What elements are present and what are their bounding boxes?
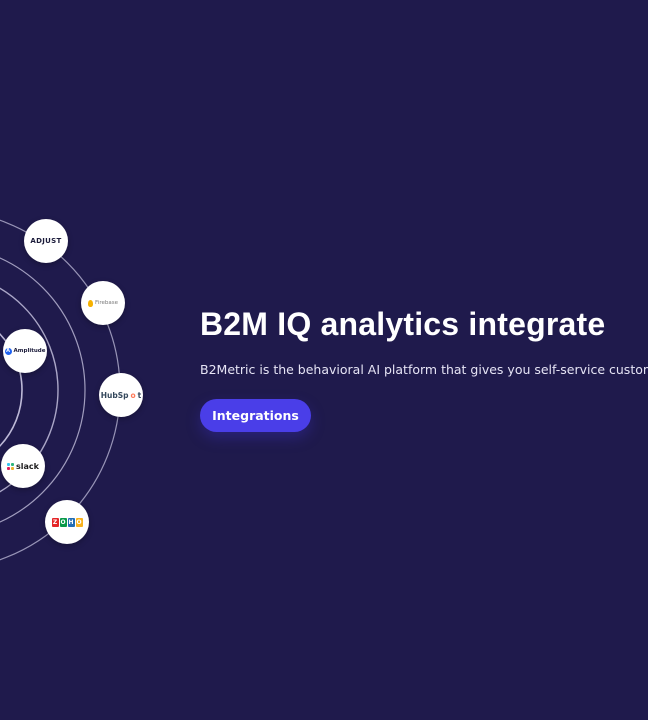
integrations-button[interactable]: Integrations bbox=[200, 399, 311, 432]
zoho-logo: Z O H O bbox=[45, 500, 89, 544]
slack-logo: slack bbox=[1, 444, 45, 488]
firebase-flame-icon bbox=[88, 299, 94, 307]
orbit-ring-middle bbox=[0, 287, 59, 493]
slack-hash-icon bbox=[7, 462, 15, 470]
zoho-tiles-icon: Z O H O bbox=[51, 517, 83, 527]
adjust-logo: ADJUST bbox=[24, 219, 68, 263]
orbit-ring-third bbox=[0, 257, 86, 523]
amplitude-a-icon: A bbox=[4, 347, 12, 355]
orbit-ring-inner bbox=[0, 332, 23, 448]
amplitude-logo: A Amplitude bbox=[3, 329, 47, 373]
firebase-logo: Firebase bbox=[81, 281, 125, 325]
hero-subtitle: B2Metric is the behavioral AI platform t… bbox=[200, 362, 648, 377]
slack-logo-text: slack bbox=[16, 461, 39, 471]
hero-title: B2M IQ analytics integrate bbox=[200, 306, 606, 342]
amplitude-logo-text: Amplitude bbox=[13, 348, 46, 354]
adjust-logo-text: ADJUST bbox=[30, 237, 62, 245]
firebase-logo-text: Firebase bbox=[95, 300, 118, 306]
